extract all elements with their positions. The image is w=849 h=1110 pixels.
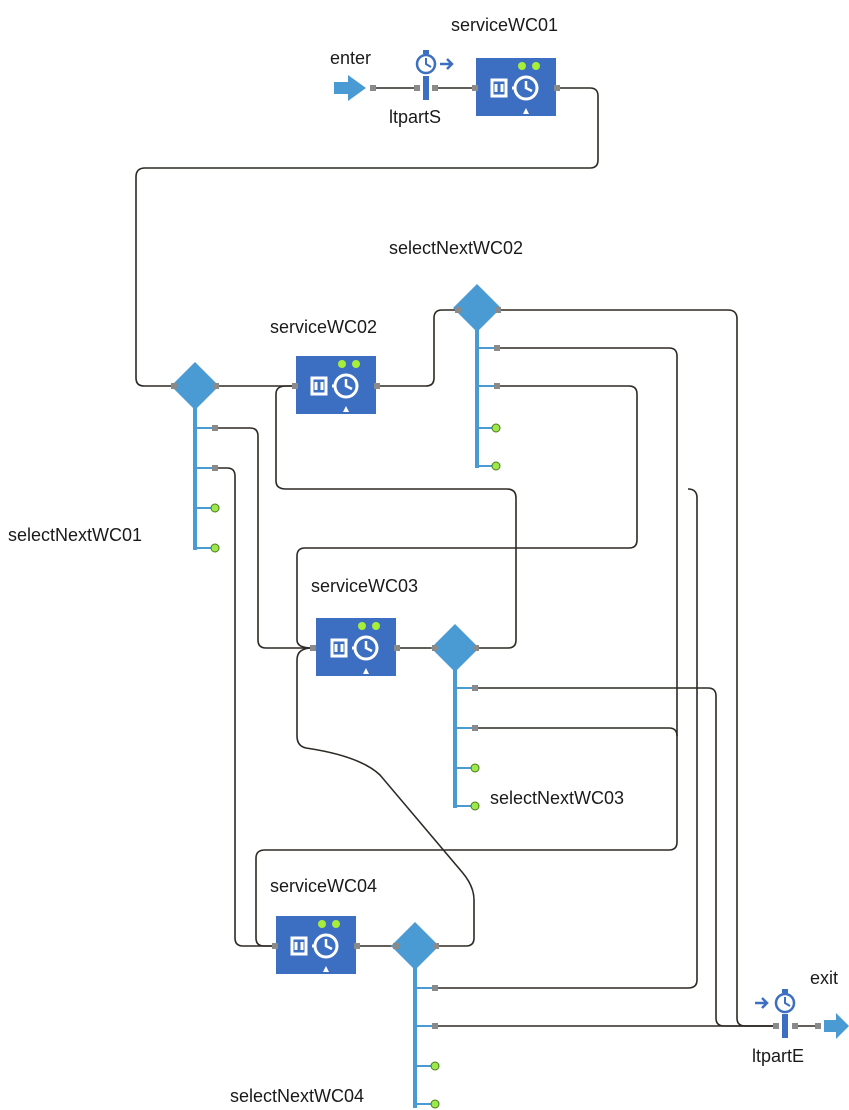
free-port[interactable] [491, 461, 501, 471]
connector[interactable] [296, 647, 475, 947]
connector[interactable] [217, 467, 277, 947]
time-measure-end[interactable]: ltpartE [752, 989, 804, 1066]
in-port[interactable] [815, 1023, 821, 1029]
connector[interactable] [376, 309, 460, 387]
indicator-light [518, 62, 526, 70]
diamond-select-icon[interactable] [453, 284, 501, 332]
select-block-1[interactable]: selectNextWC01 [8, 362, 220, 553]
indicator-light [352, 360, 360, 368]
enter-block[interactable]: enter [330, 48, 376, 101]
connector[interactable] [476, 727, 678, 737]
in-port[interactable] [272, 943, 278, 949]
port-branches [477, 347, 494, 467]
out-port[interactable] [374, 383, 380, 389]
out-port[interactable] [432, 85, 438, 91]
indicator-light [338, 360, 346, 368]
diamond-select-icon[interactable] [391, 922, 439, 970]
out-port[interactable] [354, 943, 360, 949]
out-port[interactable] [432, 1023, 438, 1029]
select-block-4[interactable]: selectNextWC04 [230, 922, 440, 1109]
select-block-3[interactable]: selectNextWC03 [431, 624, 624, 811]
arrow-right-icon [334, 75, 366, 101]
in-port[interactable] [292, 383, 298, 389]
indicator-light [358, 622, 366, 630]
service-block-2[interactable]: serviceWC02 [270, 317, 380, 414]
service-block-4[interactable]: serviceWC04 [270, 876, 377, 974]
free-port[interactable] [491, 423, 501, 433]
out-port[interactable] [494, 383, 500, 389]
stopwatch-icon [415, 50, 454, 100]
free-port[interactable] [430, 1099, 440, 1109]
in-port[interactable] [310, 645, 316, 651]
free-port[interactable] [210, 503, 220, 513]
indicator-light [318, 920, 326, 928]
out-port[interactable] [792, 1023, 798, 1029]
time-measure-start[interactable]: ltpartS [389, 50, 454, 127]
indicator-light [332, 920, 340, 928]
in-port[interactable] [414, 85, 420, 91]
diamond-select-icon[interactable] [171, 362, 219, 410]
port-branches [415, 987, 432, 1105]
service-label: serviceWC04 [270, 876, 377, 896]
arrow-right-icon [824, 1013, 849, 1039]
indicator-light [372, 622, 380, 630]
select-label: selectNextWC02 [389, 238, 523, 258]
in-port[interactable] [773, 1023, 779, 1029]
connector[interactable] [275, 385, 517, 649]
connector[interactable] [217, 427, 312, 649]
in-port[interactable] [472, 85, 478, 91]
free-port[interactable] [470, 763, 480, 773]
out-port[interactable] [495, 307, 501, 313]
clock-resource-icon [310, 373, 359, 412]
clock-resource-icon [290, 933, 339, 972]
connector[interactable] [255, 347, 678, 947]
free-port[interactable] [470, 801, 480, 811]
out-port[interactable] [494, 345, 500, 351]
exit-block[interactable]: exit [810, 968, 849, 1039]
out-port[interactable] [212, 425, 218, 431]
connector[interactable] [435, 488, 698, 989]
out-port[interactable] [472, 685, 478, 691]
indicator-light [532, 62, 540, 70]
connectors [135, 87, 818, 1027]
out-port[interactable] [212, 465, 218, 471]
service-block-3[interactable]: serviceWC03 [310, 576, 418, 676]
time-end-label: ltpartE [752, 1046, 804, 1066]
free-port[interactable] [430, 1061, 440, 1071]
out-port[interactable] [213, 383, 219, 389]
stopwatch-icon [755, 989, 796, 1038]
service-label: serviceWC03 [311, 576, 418, 596]
service-label: serviceWC01 [451, 15, 558, 35]
port-branches [455, 687, 472, 807]
time-start-label: ltpartS [389, 107, 441, 127]
connector[interactable] [476, 687, 776, 1027]
free-port[interactable] [210, 543, 220, 553]
service-block-1[interactable]: serviceWC01 [451, 15, 560, 116]
out-port[interactable] [433, 943, 439, 949]
diamond-select-icon[interactable] [431, 624, 479, 672]
clock-resource-icon [490, 75, 539, 114]
select-block-2[interactable]: selectNextWC02 [389, 238, 523, 471]
out-port[interactable] [432, 985, 438, 991]
out-port[interactable] [370, 85, 376, 91]
out-port[interactable] [394, 645, 400, 651]
enter-label: enter [330, 48, 371, 68]
connector[interactable] [135, 87, 599, 387]
in-port[interactable] [171, 383, 177, 389]
service-label: serviceWC02 [270, 317, 377, 337]
out-port[interactable] [554, 85, 560, 91]
select-label: selectNextWC04 [230, 1086, 364, 1106]
in-port[interactable] [432, 645, 438, 651]
out-port[interactable] [473, 645, 479, 651]
clock-resource-icon [330, 635, 379, 674]
select-label: selectNextWC03 [490, 788, 624, 808]
in-port[interactable] [455, 307, 461, 313]
port-branches [195, 427, 214, 549]
out-port[interactable] [472, 725, 478, 731]
in-port[interactable] [393, 943, 399, 949]
connector[interactable] [296, 385, 638, 649]
select-label: selectNextWC01 [8, 525, 142, 545]
exit-label: exit [810, 968, 838, 988]
